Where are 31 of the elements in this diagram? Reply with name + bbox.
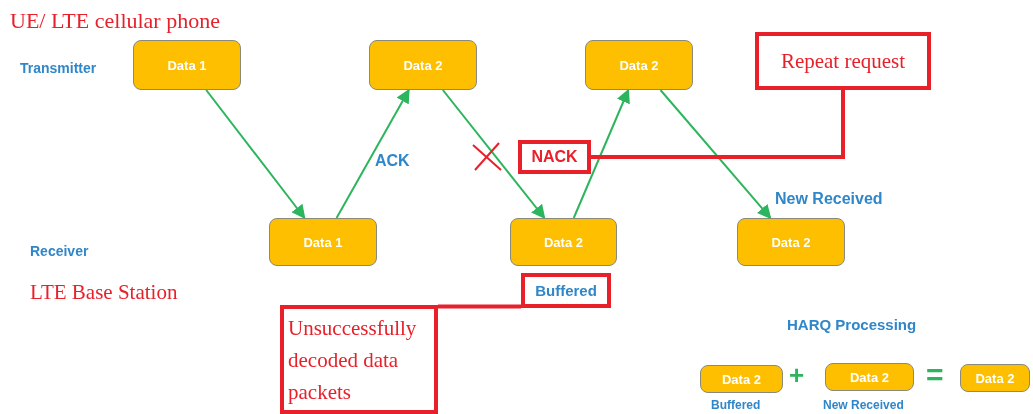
data-packet-box: Data 2 bbox=[585, 40, 693, 90]
callout-box: Repeat request bbox=[755, 32, 931, 90]
arrow bbox=[335, 88, 410, 219]
data-packet-box: Data 2 bbox=[510, 218, 617, 266]
arrow bbox=[205, 89, 306, 220]
leader-line bbox=[438, 304, 521, 309]
arrow bbox=[441, 89, 546, 220]
data-packet-box: Data 2 bbox=[960, 364, 1030, 392]
caption-text: New Received bbox=[823, 398, 904, 412]
row-label: Receiver bbox=[30, 243, 89, 259]
data-packet-box: Data 1 bbox=[133, 40, 241, 90]
plus-sign: + bbox=[789, 362, 805, 388]
title-text: UE/ LTE cellular phone bbox=[10, 8, 220, 34]
row-label: Transmitter bbox=[20, 60, 97, 76]
caption-text: New Received bbox=[775, 190, 883, 208]
arrow bbox=[572, 88, 630, 219]
row-label: LTE Base Station bbox=[30, 280, 178, 305]
equals-sign: = bbox=[926, 360, 944, 390]
data-packet-box: Data 2 bbox=[825, 363, 914, 391]
callout-box: Buffered bbox=[521, 273, 611, 308]
data-packet-box: Data 1 bbox=[269, 218, 377, 266]
edge-label: ACK bbox=[375, 152, 410, 170]
callout-box: Unsuccessfully decoded data packets bbox=[280, 305, 438, 414]
arrow bbox=[659, 89, 772, 220]
callout-box: NACK bbox=[518, 140, 591, 174]
leader-line bbox=[591, 90, 845, 159]
heading-text: HARQ Processing bbox=[787, 316, 917, 333]
caption-text: Buffered bbox=[711, 398, 761, 412]
data-packet-box: Data 2 bbox=[369, 40, 477, 90]
data-packet-box: Data 2 bbox=[737, 218, 845, 266]
data-packet-box: Data 2 bbox=[700, 365, 783, 393]
